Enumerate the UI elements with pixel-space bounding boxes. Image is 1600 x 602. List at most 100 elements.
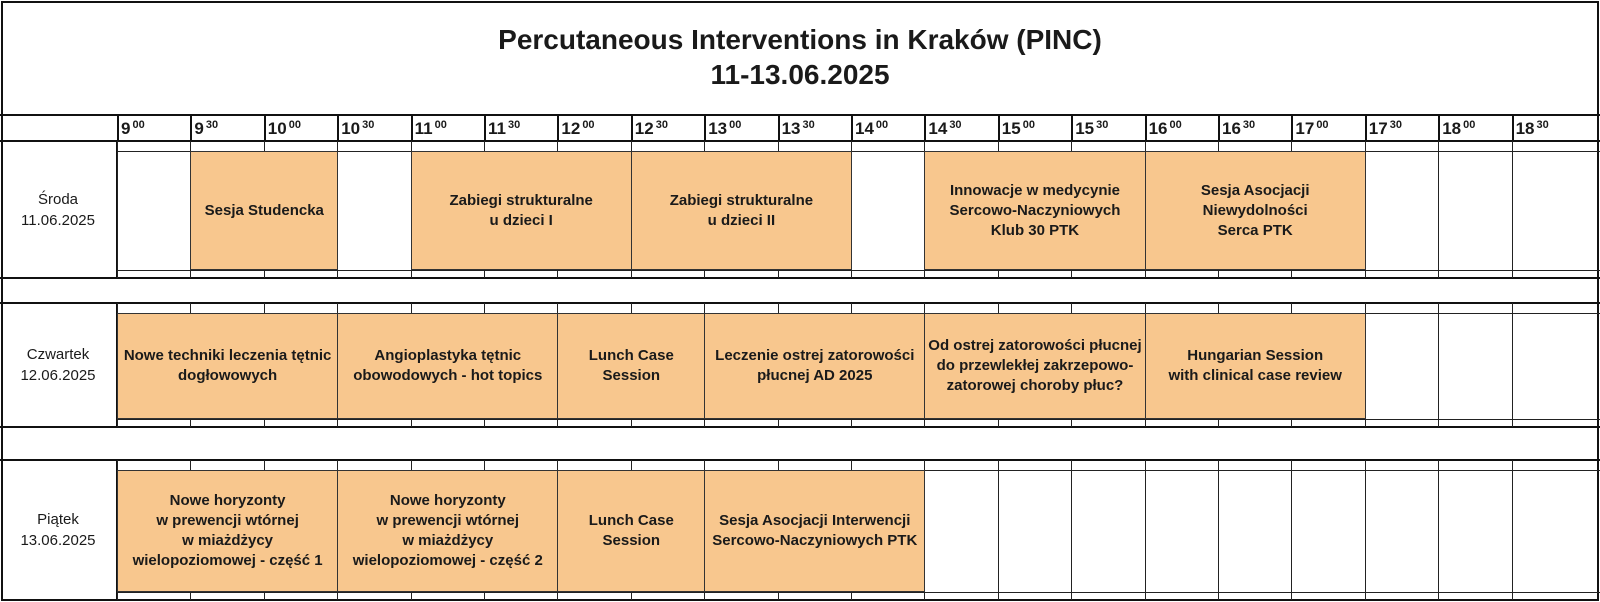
session-block[interactable]: Sesja Studencka: [190, 151, 339, 270]
time-hour: 18: [1442, 119, 1462, 138]
time-hour: 18: [1515, 119, 1535, 138]
session-block[interactable]: Od ostrej zatorowości płucnej do przewle…: [924, 313, 1146, 419]
session-block[interactable]: Lunch Case Session: [557, 470, 706, 592]
grid-line-vertical: [1511, 460, 1513, 600]
grid-line-vertical: [263, 115, 266, 141]
time-minutes: 00: [1022, 119, 1035, 131]
time-hour: 12: [634, 119, 654, 138]
grid-line-vertical: [851, 115, 853, 141]
session-title: Sesja Asocjacji Interwencji Sercowo-Nacz…: [712, 512, 918, 549]
grid-line-vertical: [410, 115, 413, 141]
time-minutes: 00: [132, 119, 145, 131]
time-minutes: 30: [1389, 119, 1402, 131]
grid-line-vertical: [190, 115, 193, 141]
time-minutes: 00: [288, 119, 301, 131]
day-date: 11.06.2025: [21, 211, 95, 229]
time-hour: 13: [781, 119, 801, 138]
grid-line-vertical: [1144, 115, 1147, 141]
time-hour: 10: [267, 119, 287, 138]
session-title: Sesja Studencka: [204, 201, 324, 219]
grid-line-vertical: [484, 115, 486, 141]
session-title: Zabiegi strukturalne u dzieci II: [669, 191, 814, 229]
session-title: Od ostrej zatorowości płucnej do przewle…: [928, 337, 1142, 394]
time-hour: 15: [1001, 119, 1021, 138]
session-title: Nowe techniki leczenia tętnic dogłowowyc…: [123, 347, 332, 384]
grid-line-vertical: [997, 115, 1000, 141]
row-guide-line: [118, 270, 1600, 271]
session-title: Sesja Asocjacji Niewydolności Serca PTK: [1200, 181, 1310, 239]
time-hour: 15: [1075, 119, 1095, 138]
grid-line-vertical: [630, 115, 633, 141]
session-title: Leczenie ostrej zatorowości płucnej AD 2…: [715, 347, 915, 384]
grid-line-horizontal: [0, 302, 1600, 304]
time-minutes: 30: [802, 119, 815, 131]
grid-line-vertical: [1144, 460, 1146, 600]
grid-line-vertical: [1438, 115, 1441, 141]
session-block[interactable]: Angioplastyka tętnic obowodowych - hot t…: [337, 313, 559, 419]
session-title: Innowacje w medycynie Sercowo-Naczyniowy…: [949, 181, 1121, 239]
grid-line-vertical: [777, 115, 780, 141]
session-block[interactable]: Nowe horyzonty w prewencji wtórnej w mia…: [337, 470, 559, 592]
session-block[interactable]: Leczenie ostrej zatorowości płucnej AD 2…: [704, 313, 926, 419]
grid-line-vertical: [1291, 115, 1294, 141]
grid-line-horizontal: [0, 277, 1600, 279]
grid-line-vertical: [1438, 460, 1440, 600]
session-title: Nowe horyzonty w prewencji wtórnej w mia…: [132, 492, 323, 569]
time-minutes: 30: [949, 119, 962, 131]
time-hour: 17: [1368, 119, 1388, 138]
row-guide-line: [118, 151, 1600, 152]
time-minutes: 30: [1096, 119, 1109, 131]
time-minutes: 30: [507, 119, 521, 131]
page-title: Percutaneous Interventions in Kraków (PI…: [0, 22, 1600, 92]
session-block[interactable]: Sesja Asocjacji Interwencji Sercowo-Nacz…: [704, 470, 926, 592]
grid-line-vertical: [1364, 115, 1367, 141]
row-guide-line: [118, 419, 1600, 420]
time-minutes: 30: [1242, 119, 1256, 131]
session-block[interactable]: Nowe horyzonty w prewencji wtórnej w mia…: [117, 470, 339, 592]
time-minutes: 30: [655, 119, 668, 131]
session-block[interactable]: Hungarian Session with clinical case rev…: [1144, 313, 1366, 419]
grid-line-vertical: [997, 460, 999, 600]
grid-line-vertical: [117, 141, 118, 278]
grid-line-vertical: [117, 115, 119, 141]
session-block[interactable]: Innowacje w medycynie Sercowo-Naczyniowy…: [924, 151, 1146, 270]
session-title: Lunch Case Session: [588, 512, 674, 549]
time-minutes: 30: [362, 119, 375, 131]
session-block[interactable]: Sesja Asocjacji Niewydolności Serca PTK: [1144, 151, 1366, 270]
time-hour: 9: [121, 119, 131, 138]
time-hour: 13: [708, 119, 728, 138]
grid-line-vertical: [337, 115, 340, 141]
session-block[interactable]: Zabiegi strukturalne u dzieci II: [630, 151, 852, 270]
grid-line-vertical: [1438, 303, 1440, 427]
grid-line-vertical: [557, 115, 560, 141]
time-minutes: 00: [1169, 119, 1182, 131]
session-block[interactable]: Nowe techniki leczenia tętnic dogłowowyc…: [117, 313, 339, 419]
session-block[interactable]: Zabiegi strukturalne u dzieci I: [410, 151, 632, 270]
time-minutes: 00: [1316, 119, 1329, 131]
event-title: Percutaneous Interventions in Kraków (PI…: [498, 24, 1102, 55]
time-hour: 14: [928, 119, 948, 138]
grid-line-vertical: [1291, 460, 1293, 600]
time-hour: 12: [561, 119, 581, 138]
grid-line-vertical: [1511, 303, 1513, 427]
day-date: 12.06.2025: [20, 367, 96, 384]
grid-line-vertical: [924, 115, 927, 141]
session-title: Lunch Case Session: [588, 347, 674, 384]
session-block[interactable]: Lunch Case Session: [557, 313, 706, 419]
session-title: Hungarian Session with clinical case rev…: [1168, 347, 1342, 384]
